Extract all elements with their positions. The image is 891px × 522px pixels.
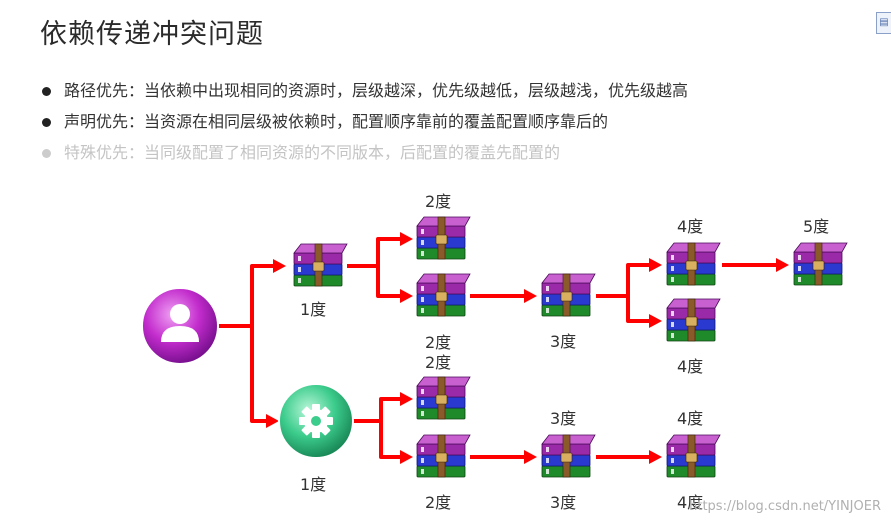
arrow-user-to-top-l1 [218, 264, 280, 328]
label-bot-l3a: 3度 [550, 409, 576, 428]
package-bot-l4b [666, 434, 721, 478]
arrow-user-to-top-l1-head [273, 259, 286, 273]
arrow-top-l1-to-l2a-head [400, 232, 413, 246]
arrow-user-to-project-head [266, 414, 279, 428]
gear-icon [299, 404, 333, 438]
arrow-top-l2b-to-l3-head [524, 289, 537, 303]
bullet-text: 声明优先：当资源在相同层级被依赖时，配置顺序靠前的覆盖配置顺序靠后的 [64, 112, 609, 131]
package-top-l2b [416, 273, 471, 317]
package-top-l1 [293, 243, 348, 287]
label-bot-l3b: 3度 [550, 493, 576, 512]
arrow-top-l1-to-l2b-head [400, 289, 413, 303]
label-bot-l1: 1度 [300, 475, 326, 494]
bullet-dot [42, 118, 51, 127]
arrow-top-l3-to-l4b-head [649, 314, 662, 328]
bullet-dot [42, 87, 51, 96]
label-bot-l2a: 2度 [425, 353, 451, 372]
label-top-l4b: 4度 [677, 357, 703, 376]
package-top-l2a [416, 216, 471, 260]
label-top-l1: 1度 [300, 300, 326, 319]
label-top-l2a: 2度 [425, 192, 451, 211]
arrow-top-l3-to-l4a-head [649, 258, 662, 272]
arrow-top-l1-to-l2a [347, 237, 405, 268]
user-icon [161, 304, 199, 342]
package-bot-l2a [416, 376, 471, 420]
watermark: https://blog.csdn.net/YINJOER [689, 499, 881, 514]
label-bot-l4a: 4度 [677, 409, 703, 428]
bullet-text: 特殊优先：当同级配置了相同资源的不同版本，后配置的覆盖先配置的 [64, 143, 561, 162]
arrow-project-to-l2b-head [400, 450, 413, 464]
label-top-l2b: 2度 [425, 333, 451, 352]
slide-icon[interactable]: ▤ [876, 12, 891, 34]
bullet-dot [42, 149, 51, 158]
package-top-l4b [666, 298, 721, 342]
page-title: 依赖传递冲突问题 [40, 19, 264, 50]
dependency-arrows [218, 232, 789, 464]
project-node [278, 383, 354, 459]
bullet-declaration-priority: 声明优先：当资源在相同层级被依赖时，配置顺序靠前的覆盖配置顺序靠后的 [40, 109, 688, 140]
arrow-top-l3-to-l4b [626, 296, 653, 323]
label-top-l3: 3度 [550, 332, 576, 351]
arrow-top-l3-to-l4a [596, 263, 653, 298]
label-bot-l4b: 4度 [677, 493, 703, 512]
bullet-list: 路径优先：当依赖中出现相同的资源时，层级越深，优先级越低，层级越浅，优先级越高 … [40, 78, 688, 171]
label-bot-l2b: 2度 [425, 493, 451, 512]
package-bot-l3b [541, 434, 596, 478]
label-top-l5: 5度 [803, 217, 829, 236]
package-top-l3 [541, 273, 596, 317]
package-bot-l2b [416, 434, 471, 478]
arrow-bot-l3b-to-l4b-head [649, 450, 662, 464]
arrow-user-to-project [250, 326, 270, 423]
arrow-project-to-l2a-head [400, 392, 413, 406]
bullet-text: 路径优先：当依赖中出现相同的资源时，层级越深，优先级越低，层级越浅，优先级越高 [64, 81, 689, 100]
arrow-top-l4a-to-l5-head [776, 258, 789, 272]
user-node [141, 287, 219, 365]
bullet-path-priority: 路径优先：当依赖中出现相同的资源时，层级越深，优先级越低，层级越浅，优先级越高 [40, 78, 688, 109]
arrow-project-to-l2b [379, 421, 405, 459]
arrow-top-l1-to-l2b [376, 266, 405, 298]
arrow-bot-l2b-to-l3b-head [524, 450, 537, 464]
label-top-l4a: 4度 [677, 217, 703, 236]
package-top-l4a [666, 242, 721, 286]
arrow-project-to-l2a [353, 397, 405, 423]
bullet-special-priority: 特殊优先：当同级配置了相同资源的不同版本，后配置的覆盖先配置的 [40, 140, 688, 171]
package-top-l5 [793, 242, 848, 286]
